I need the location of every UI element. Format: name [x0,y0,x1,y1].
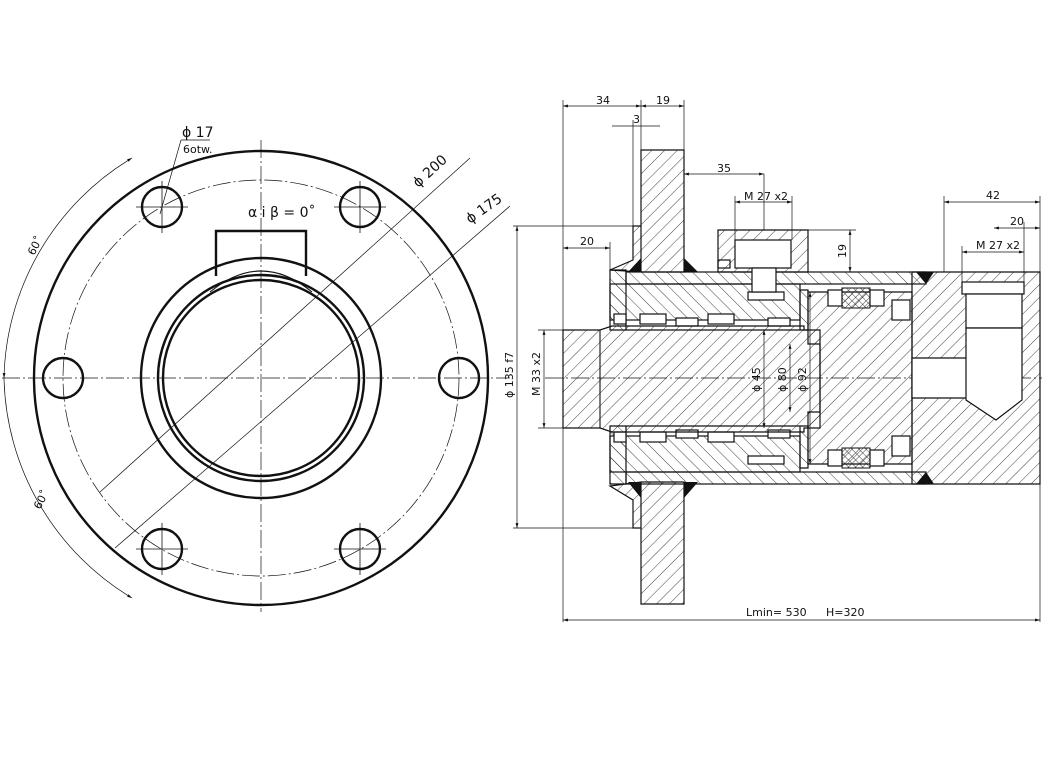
piston-seal-top [841,287,871,309]
hub-mid-circle [156,273,366,483]
pitch-circle-dia-line [114,205,511,549]
thread-port1: M 27 x2 [744,190,788,203]
flange-dia-label: ϕ 135 f7 [503,352,516,398]
flange-outer-circle [32,149,490,607]
port-channel [751,267,777,293]
port-thread [734,239,792,269]
end-cap-port [965,293,1023,329]
dim-20-right: 20 [1010,215,1024,228]
dim-35: 35 [717,162,731,175]
bore-circle [161,278,361,478]
stroke-label: H=320 [826,606,864,619]
bolt-circle-label: ϕ 200 [410,152,451,191]
lmin-label: Lmin= 530 [746,606,807,619]
angle-note-label: α i β = 0˚ [248,204,316,221]
bolt-circle-dia-line [99,157,471,493]
rod-dia-label: ϕ 45 [750,367,763,392]
thread-port2: M 27 x2 [976,239,1020,252]
angle-top-label: 60˚ [25,234,46,257]
bolt-circle [62,179,460,577]
angle-arc-top [2,157,133,379]
hole-dia-label: ϕ 17 [182,125,214,141]
dim-42: 42 [986,189,1000,202]
hole-count-label: 6otw. [183,143,213,156]
dim-20-left: 20 [580,235,594,248]
port-boss [214,229,308,276]
flange-bottom [608,481,685,605]
dim-19-side: 19 [836,244,849,258]
bolt-hole [437,356,481,400]
cylinder-tube-bottom [625,471,927,485]
dim-3: 3 [633,113,640,126]
flange-top [609,149,685,273]
section-view: 34 19 3 35 M 27 x2 19 42 20 M 27 x2 20 ϕ… [503,94,1042,622]
hub-outer-circle [139,256,383,500]
angle-arc-bottom [3,377,133,599]
piston-dia-label: ϕ 80 [776,367,789,392]
dim-34: 34 [596,94,610,107]
angle-bottom-label: 60˚ [31,488,52,511]
rod-thread-label: M 33 x2 [530,352,543,396]
bore-dia-label: ϕ 92 [796,367,809,392]
dim-19-top: 19 [656,94,670,107]
port-boss-fillet [209,270,313,293]
gland-body-bottom [609,435,801,473]
front-view: ϕ 17 6otw. α i β = 0˚ ϕ 200 ϕ 175 60˚ 60… [2,125,511,612]
dimensions [513,100,1041,622]
gland-seals [613,259,791,465]
piston-seal-bottom [841,447,871,469]
pitch-circle-label: ϕ 175 [463,191,505,227]
hole-leader [159,139,182,215]
